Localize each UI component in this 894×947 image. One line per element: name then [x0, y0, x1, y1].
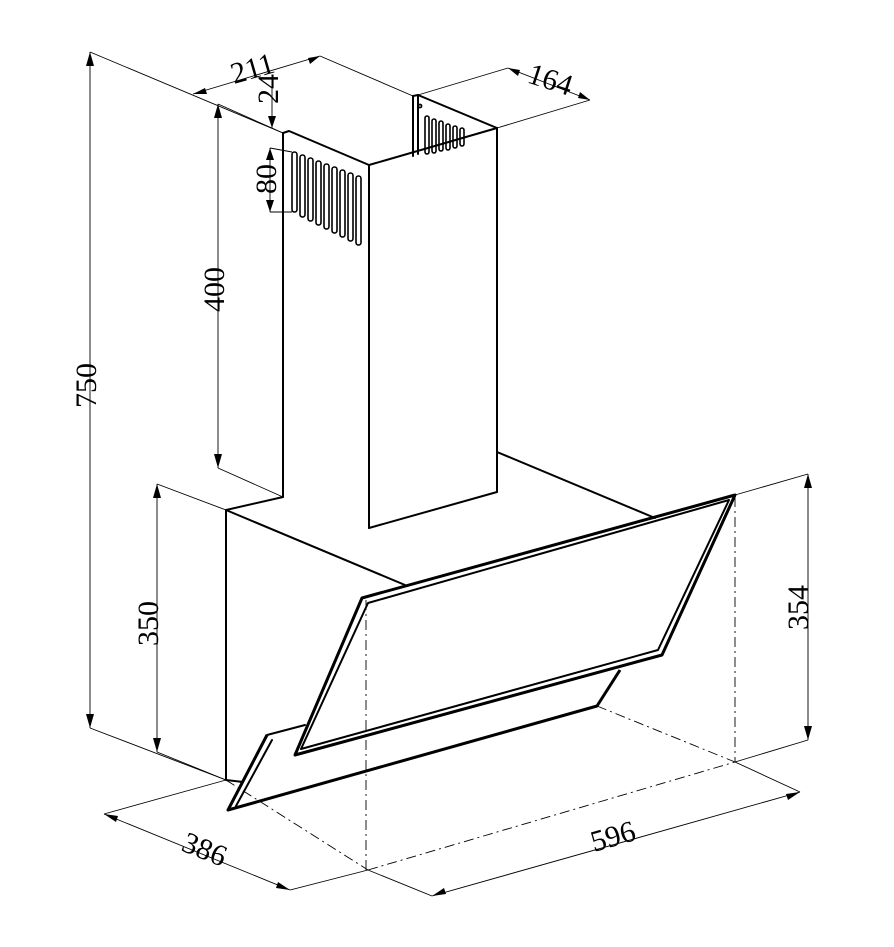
dim-label-596: 596: [587, 815, 639, 859]
dim-body-height: 350: [132, 483, 227, 781]
hidden-lines: [225, 497, 736, 871]
chimney-side-vent-slots: [417, 103, 465, 155]
chimney-front-vent-slots: [291, 151, 362, 246]
glass-panel: [226, 493, 737, 812]
dim-label-386: 386: [177, 826, 231, 873]
dim-label-400: 400: [198, 267, 231, 312]
dim-top-offset: 24: [252, 74, 285, 128]
chimney: [282, 94, 498, 529]
dim-glass-height: 354: [734, 473, 815, 763]
dim-chimney-side-depth: 164: [417, 57, 591, 129]
dim-body-width: 596: [367, 761, 801, 897]
dim-total-height: 750: [70, 51, 284, 781]
dim-label-80: 80: [250, 164, 283, 194]
dim-vent-slot-height: 80: [250, 147, 293, 213]
hood-body: [225, 451, 656, 783]
dim-label-164: 164: [524, 57, 577, 102]
dim-label-354: 354: [782, 585, 815, 630]
dim-label-750: 750: [70, 363, 103, 408]
dim-label-24: 24: [252, 74, 285, 104]
dim-chimney-top-width: 211: [192, 47, 414, 97]
dim-chimney-height: 400: [198, 103, 284, 498]
dim-label-350: 350: [132, 601, 165, 646]
